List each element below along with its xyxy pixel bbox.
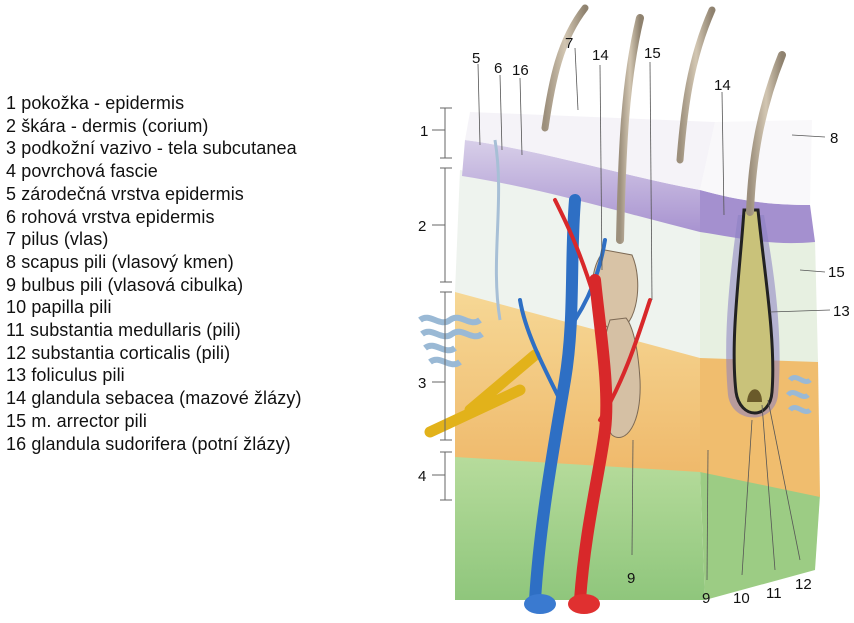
callout-label: 1 (420, 123, 428, 140)
callout-label: 13 (833, 303, 850, 320)
callout-label: 2 (418, 218, 426, 235)
bracket-epidermis (432, 108, 452, 158)
vein-cut-end (524, 594, 556, 614)
callout-label: 6 (494, 60, 502, 77)
callout-label: 4 (418, 468, 426, 485)
layer-brackets (432, 108, 452, 500)
callout-label: 15 (644, 45, 661, 62)
hair-shaft (545, 8, 585, 128)
callout-label: 11 (766, 585, 782, 602)
callout-label: 5 (472, 50, 480, 67)
callout-label: 8 (830, 130, 838, 147)
callout-label: 9 (627, 570, 635, 587)
artery-cut-end (568, 594, 600, 614)
callout-label: 14 (714, 77, 731, 94)
callout-label: 12 (795, 576, 812, 593)
callout-label: 10 (733, 590, 750, 607)
callout-label: 3 (418, 375, 426, 392)
callout-label: 7 (565, 35, 573, 52)
callout-label: 15 (828, 264, 845, 281)
bracket-fascia (432, 452, 452, 500)
callout-label: 9 (702, 590, 710, 607)
bracket-dermis (432, 168, 452, 282)
callout-label: 16 (512, 62, 529, 79)
callout-label: 14 (592, 47, 609, 64)
